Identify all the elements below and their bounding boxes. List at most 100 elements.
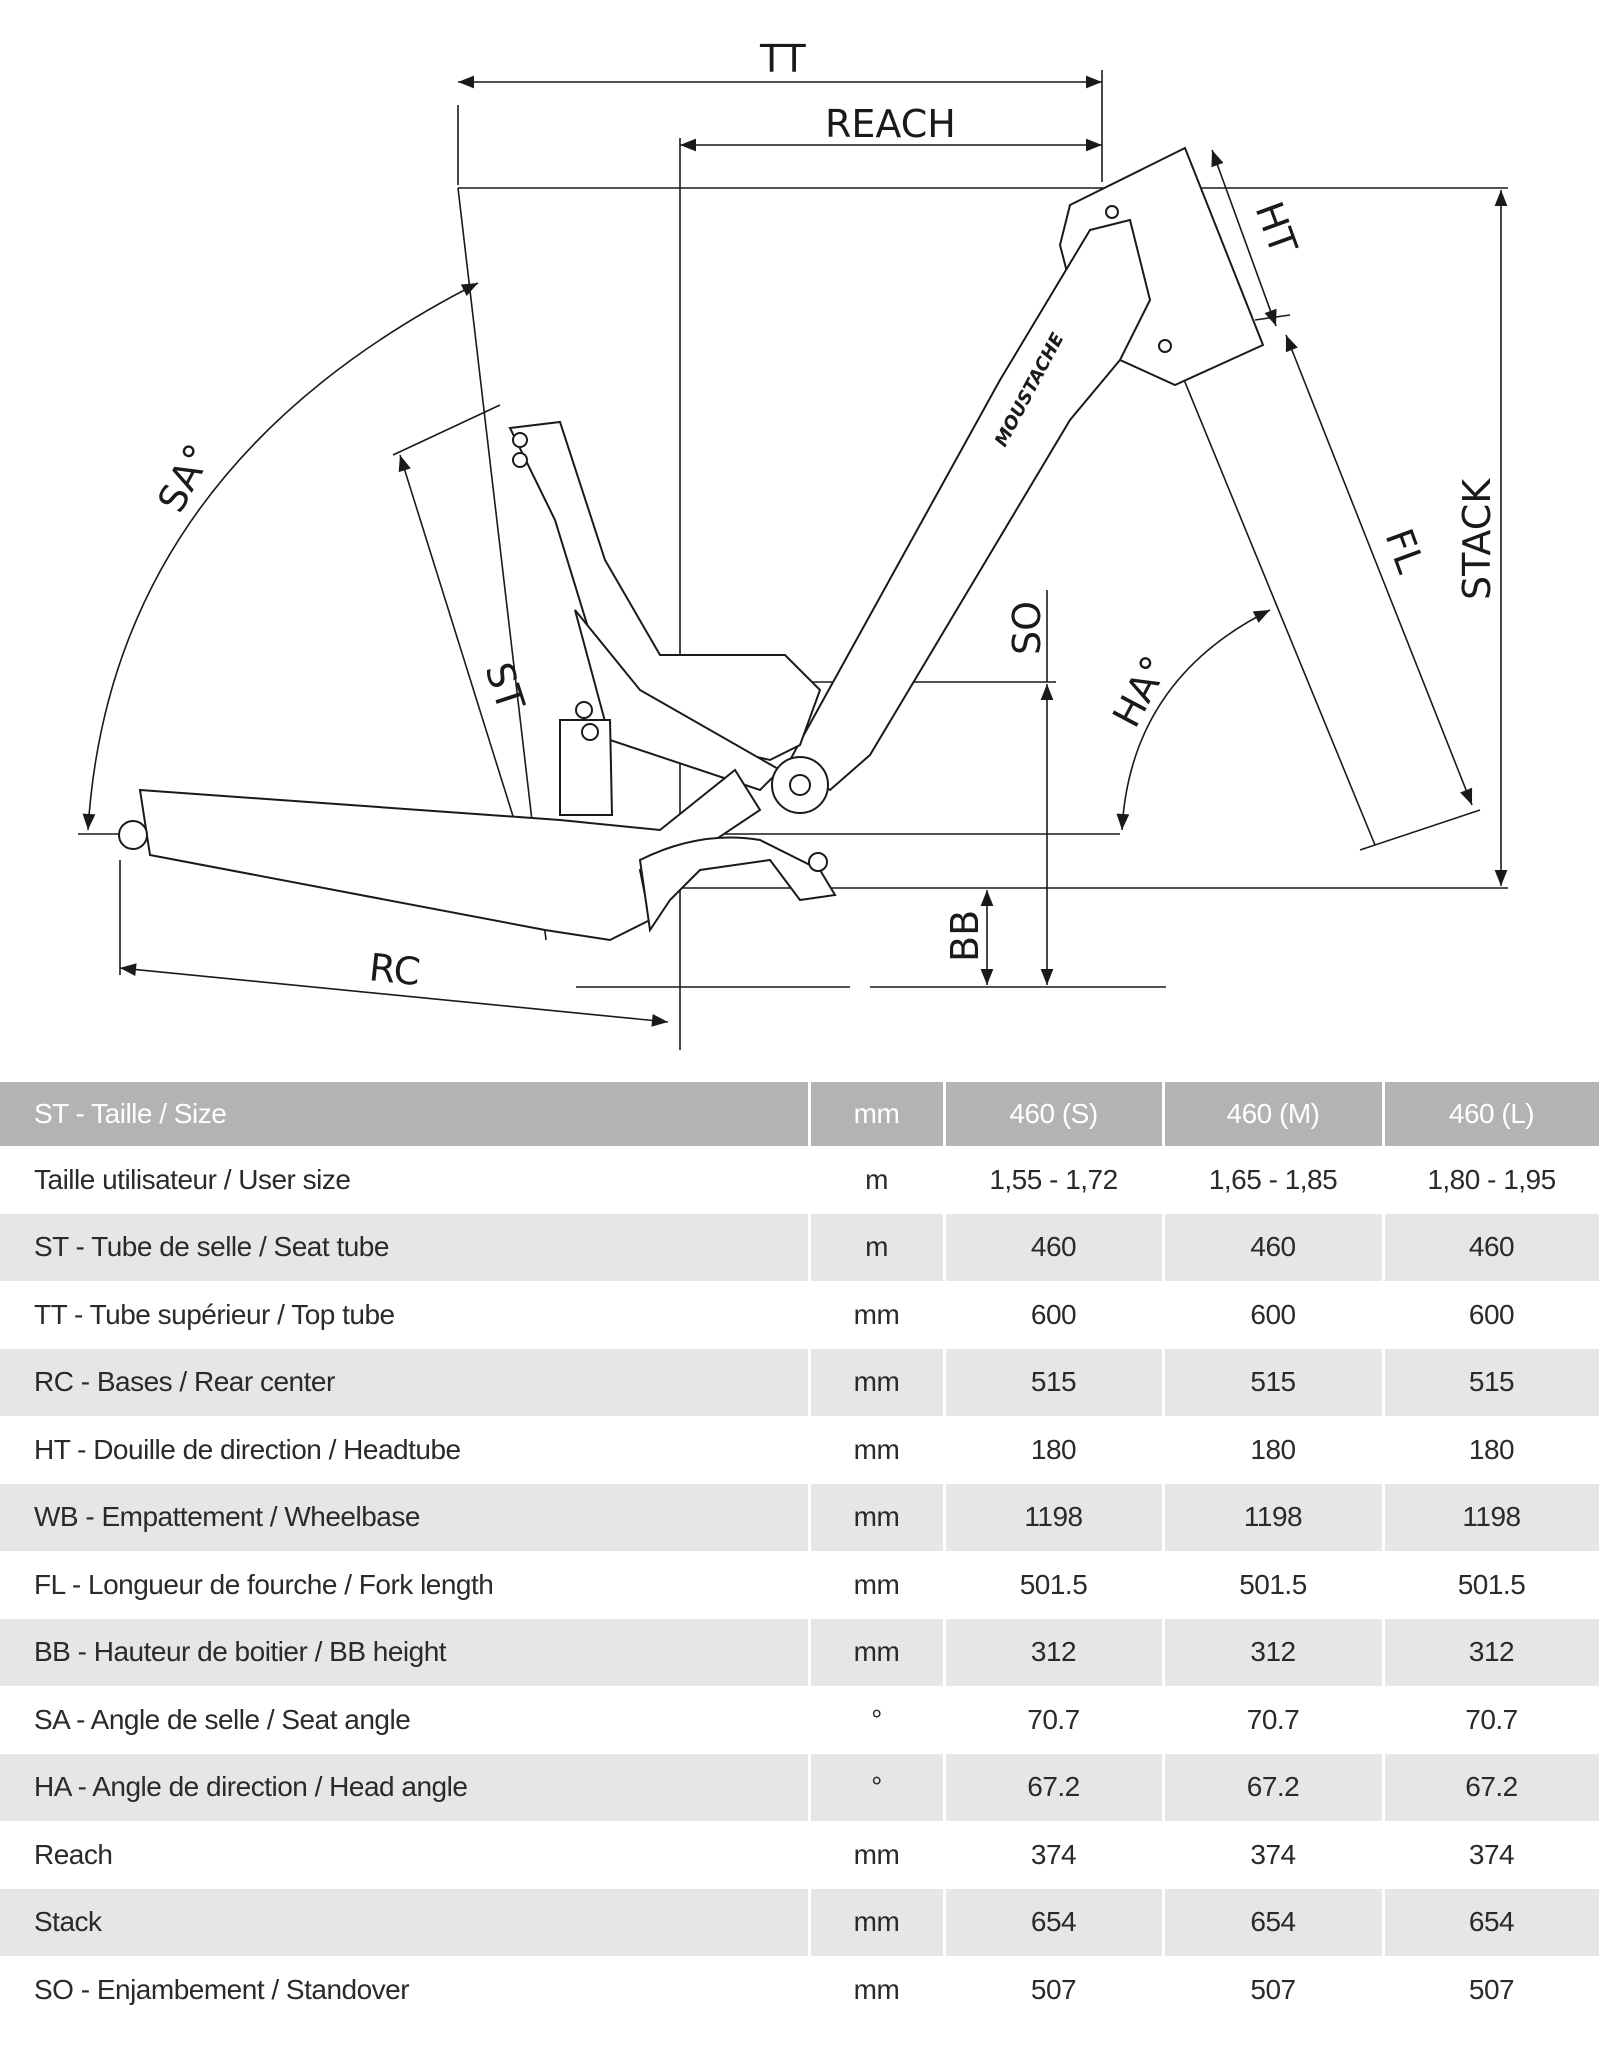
cell-size-l: 501.5 [1383, 1551, 1600, 1619]
bb-label: BB [943, 910, 987, 962]
cell-size-s: 312 [944, 1618, 1165, 1686]
stack-label: STACK [1455, 478, 1499, 600]
cell-size-m: 501.5 [1163, 1551, 1385, 1619]
cell-size-l: 600 [1383, 1281, 1600, 1349]
cell-label: HA - Angle de direction / Head angle [0, 1753, 811, 1821]
tt-label: TT [759, 37, 807, 81]
fl-label: FL [1377, 523, 1433, 578]
cell-label: ST - Taille / Size [0, 1082, 811, 1146]
cell-size-m: 600 [1163, 1281, 1385, 1349]
cell-label: HT - Douille de direction / Headtube [0, 1416, 811, 1484]
cell-size-l: 507 [1383, 1956, 1600, 2024]
cell-size-l: 460 [1383, 1213, 1600, 1281]
rc-dimension [119, 963, 669, 1027]
bike-frame: MOUSTACHE [118, 146, 1265, 942]
table-row: HA - Angle de direction / Head angle°67.… [0, 1753, 1600, 1821]
cell-label: Reach [0, 1821, 811, 1889]
cell-label: SA - Angle de selle / Seat angle [0, 1686, 811, 1754]
cell-label: Stack [0, 1888, 811, 1956]
cell-size-s: 515 [944, 1348, 1165, 1416]
cell-unit: mm [809, 1082, 946, 1146]
cell-size-s: 1,55 - 1,72 [944, 1146, 1165, 1214]
cell-size-s: 460 [944, 1213, 1165, 1281]
cell-unit: mm [809, 1618, 946, 1686]
cell-size-l: 180 [1383, 1416, 1600, 1484]
ht-dimension [1211, 149, 1277, 327]
sa-arc [82, 282, 479, 831]
cell-unit: mm [809, 1888, 946, 1956]
cell-size-m: 654 [1163, 1888, 1385, 1956]
cell-size-m: 515 [1163, 1348, 1385, 1416]
cell-unit: mm [809, 1956, 946, 2024]
cell-size-l: 374 [1383, 1821, 1600, 1889]
cell-size-l: 312 [1383, 1618, 1600, 1686]
cell-size-s: 460 (S) [944, 1082, 1165, 1146]
cell-size-l: 1,80 - 1,95 [1383, 1146, 1600, 1214]
cell-size-s: 600 [944, 1281, 1165, 1349]
cell-size-m: 312 [1163, 1618, 1385, 1686]
cell-label: WB - Empattement / Wheelbase [0, 1483, 811, 1551]
ha-label: HA° [1104, 649, 1177, 735]
cell-size-l: 460 (L) [1383, 1082, 1600, 1146]
sa-label: SA° [149, 437, 221, 519]
cell-size-m: 374 [1163, 1821, 1385, 1889]
cell-unit: mm [809, 1416, 946, 1484]
cell-size-l: 654 [1383, 1888, 1600, 1956]
cell-size-s: 374 [944, 1821, 1165, 1889]
cell-unit: ° [809, 1753, 946, 1821]
st-label: ST [476, 657, 533, 716]
cell-size-m: 70.7 [1163, 1686, 1385, 1754]
cell-size-s: 67.2 [944, 1753, 1165, 1821]
cell-label: RC - Bases / Rear center [0, 1348, 811, 1416]
cell-size-m: 180 [1163, 1416, 1385, 1484]
cell-unit: mm [809, 1483, 946, 1551]
cell-size-m: 460 (M) [1163, 1082, 1385, 1146]
cell-size-s: 70.7 [944, 1686, 1165, 1754]
cell-unit: mm [809, 1821, 946, 1889]
cell-size-m: 1,65 - 1,85 [1163, 1146, 1385, 1214]
cell-size-m: 460 [1163, 1213, 1385, 1281]
cell-label: ST - Tube de selle / Seat tube [0, 1213, 811, 1281]
reach-label: REACH [825, 102, 956, 146]
cell-unit: mm [809, 1551, 946, 1619]
cell-label: FL - Longueur de fourche / Fork length [0, 1551, 811, 1619]
ht-label: HT [1247, 196, 1306, 260]
cell-label: SO - Enjambement / Standover [0, 1956, 811, 2024]
cell-unit: m [809, 1213, 946, 1281]
fl-dimension [1285, 334, 1473, 806]
frame-geometry-diagram: MOUSTACHE TT REACH HT STACK FL SO HA° SA… [78, 37, 1508, 1050]
cell-label: TT - Tube supérieur / Top tube [0, 1281, 811, 1349]
cell-size-s: 654 [944, 1888, 1165, 1956]
cell-size-m: 1198 [1163, 1483, 1385, 1551]
cell-unit: mm [809, 1281, 946, 1349]
rc-label: RC [367, 945, 422, 994]
ha-arc [1116, 609, 1271, 831]
cell-label: BB - Hauteur de boitier / BB height [0, 1618, 811, 1686]
cell-size-l: 1198 [1383, 1483, 1600, 1551]
cell-unit: m [809, 1146, 946, 1214]
cell-size-l: 67.2 [1383, 1753, 1600, 1821]
cell-unit: ° [809, 1686, 946, 1754]
cell-size-m: 507 [1163, 1956, 1385, 2024]
cell-size-s: 1198 [944, 1483, 1165, 1551]
cell-size-m: 67.2 [1163, 1753, 1385, 1821]
cell-size-s: 507 [944, 1956, 1165, 2024]
cell-size-s: 501.5 [944, 1551, 1165, 1619]
cell-size-l: 515 [1383, 1348, 1600, 1416]
cell-size-s: 180 [944, 1416, 1165, 1484]
cell-size-l: 70.7 [1383, 1686, 1600, 1754]
cell-label: Taille utilisateur / User size [0, 1146, 811, 1214]
